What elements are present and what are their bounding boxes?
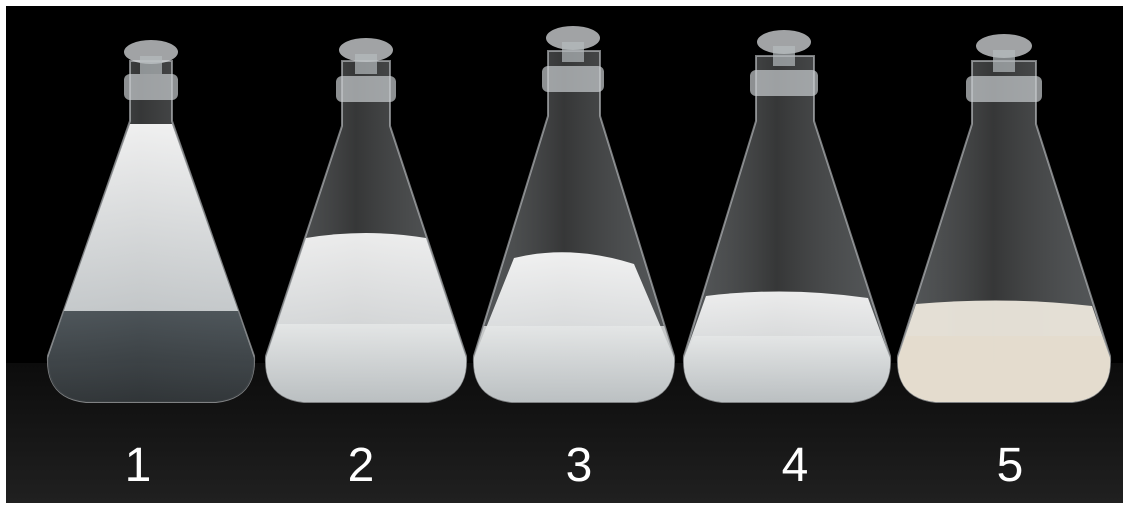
- flask-1: [46, 40, 256, 403]
- flask-label-2: 2: [347, 439, 375, 492]
- flask-illustration: [6, 26, 1123, 503]
- flask-2: [264, 38, 468, 403]
- flask-5: [896, 34, 1112, 403]
- flask-4: [682, 30, 892, 403]
- flask-photo: 1 2 3 4 5: [6, 6, 1123, 503]
- flask-3: [472, 26, 676, 403]
- flask-label-4: 4: [781, 439, 809, 492]
- flask-label-1: 1: [124, 439, 152, 492]
- flask-label-5: 5: [996, 439, 1024, 492]
- flask-label-3: 3: [565, 439, 593, 492]
